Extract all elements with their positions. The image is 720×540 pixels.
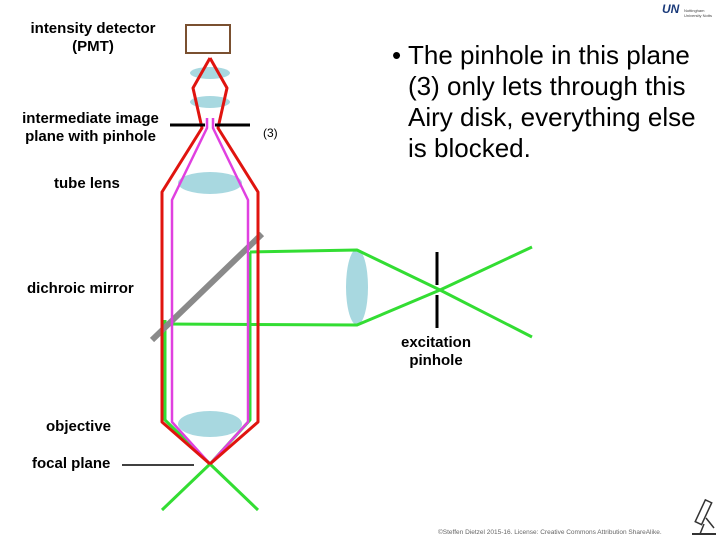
detector-label: intensity detector (PMT) xyxy=(30,20,156,55)
emission-beam-inner xyxy=(170,118,250,465)
detector-lens-top xyxy=(190,67,230,79)
bullet-text: The pinhole in this plane (3) only lets … xyxy=(408,40,696,163)
excitation-lens-shape xyxy=(346,249,368,325)
objective-label: objective xyxy=(46,418,112,435)
emission-beam-outer xyxy=(160,57,260,466)
tube-lens-label: tube lens xyxy=(54,175,120,192)
dichroic-mirror-label: dichroic mirror xyxy=(27,280,134,297)
bullet-point: • The pinhole in this plane (3) only let… xyxy=(392,40,712,164)
logo-fine-print: Nottingham University Notts xyxy=(684,8,713,18)
excitation-pinhole-label: excitation pinhole xyxy=(400,334,472,369)
microscope-icon xyxy=(692,498,716,535)
plane-number-label: (3) xyxy=(263,126,278,140)
logo-mark: UN xyxy=(662,2,680,16)
tube-lens-shape xyxy=(178,172,242,194)
credit-line: ©Steffen Dietzel 2015-16. License: Creat… xyxy=(438,529,662,536)
image-plane-label: intermediate image plane with pinhole xyxy=(22,110,159,145)
detector-lens-bottom xyxy=(190,96,230,108)
focal-plane-label: focal plane xyxy=(32,455,111,472)
bullet-marker: • xyxy=(392,40,402,70)
detector-box xyxy=(185,24,231,54)
objective-lens-shape xyxy=(178,411,242,437)
university-logo: UN Nottingham University Notts xyxy=(662,2,718,26)
dichroic-mirror-shape xyxy=(149,231,265,343)
